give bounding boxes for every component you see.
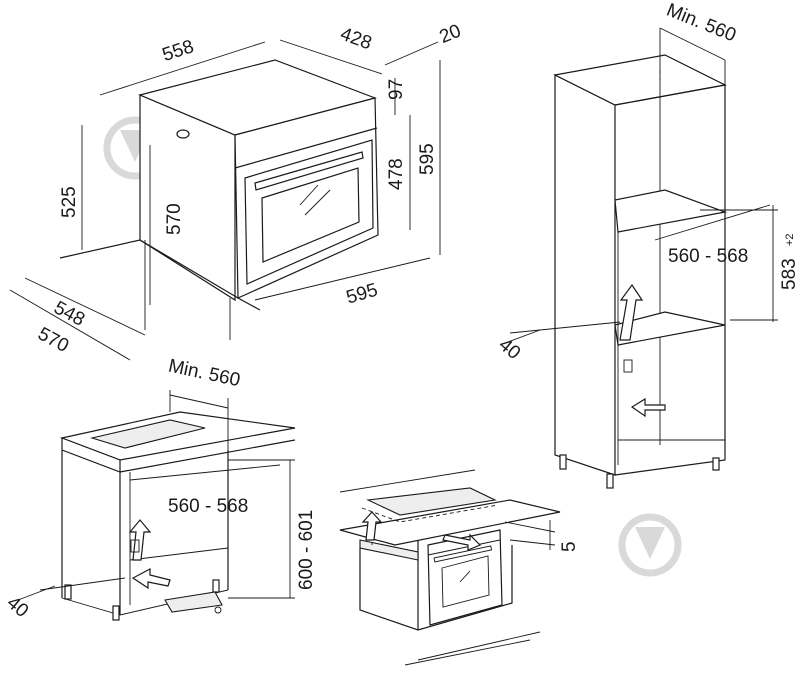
airflow-arrow-icon <box>619 283 666 418</box>
airflow-arrow-icon <box>128 519 171 590</box>
dim-front-height: 595 <box>417 143 438 175</box>
dim-front-width: 595 <box>344 280 380 309</box>
watermark-icon <box>618 513 682 577</box>
under-niche-height: 600 - 601 <box>296 510 317 590</box>
oven-drawing <box>59 59 379 340</box>
airflow-arrow-icon <box>361 511 482 551</box>
under-min-depth: Min. 560 <box>166 356 242 392</box>
under-niche-width: 560 - 568 <box>168 496 248 517</box>
under-counter-dimension-lines <box>17 390 295 601</box>
under-rear-gap: 40 <box>3 592 33 622</box>
dim-control-panel-height: 97 <box>386 79 407 100</box>
dim-body-height: 525 <box>59 186 80 218</box>
dim-depth-top: 428 <box>337 24 374 55</box>
oven-dimension-lines <box>9 39 441 361</box>
dim-door-thickness: 20 <box>437 21 464 48</box>
hob-install-dimension-lines <box>504 520 556 550</box>
dim-depth-body: 548 <box>50 297 88 330</box>
tall-min-depth: Min. 560 <box>663 0 738 46</box>
dim-depth-total: 570 <box>34 324 72 357</box>
dim-width-top: 558 <box>160 36 197 66</box>
hob-install-drawing <box>339 469 561 666</box>
under-counter-drawing <box>59 411 296 621</box>
tall-niche-width: 560 - 568 <box>668 246 748 267</box>
dim-door-height: 478 <box>386 158 407 190</box>
tall-rear-gap: 40 <box>495 334 525 364</box>
tall-niche-height-tolerance: +2 <box>784 233 796 246</box>
tall-niche-height: 583 <box>779 258 799 290</box>
tall-unit-dimension-lines <box>499 27 778 346</box>
tall-unit-drawing <box>553 54 728 489</box>
dim-body-height-inner: 570 <box>164 203 185 235</box>
hob-gap: 5 <box>559 541 580 552</box>
